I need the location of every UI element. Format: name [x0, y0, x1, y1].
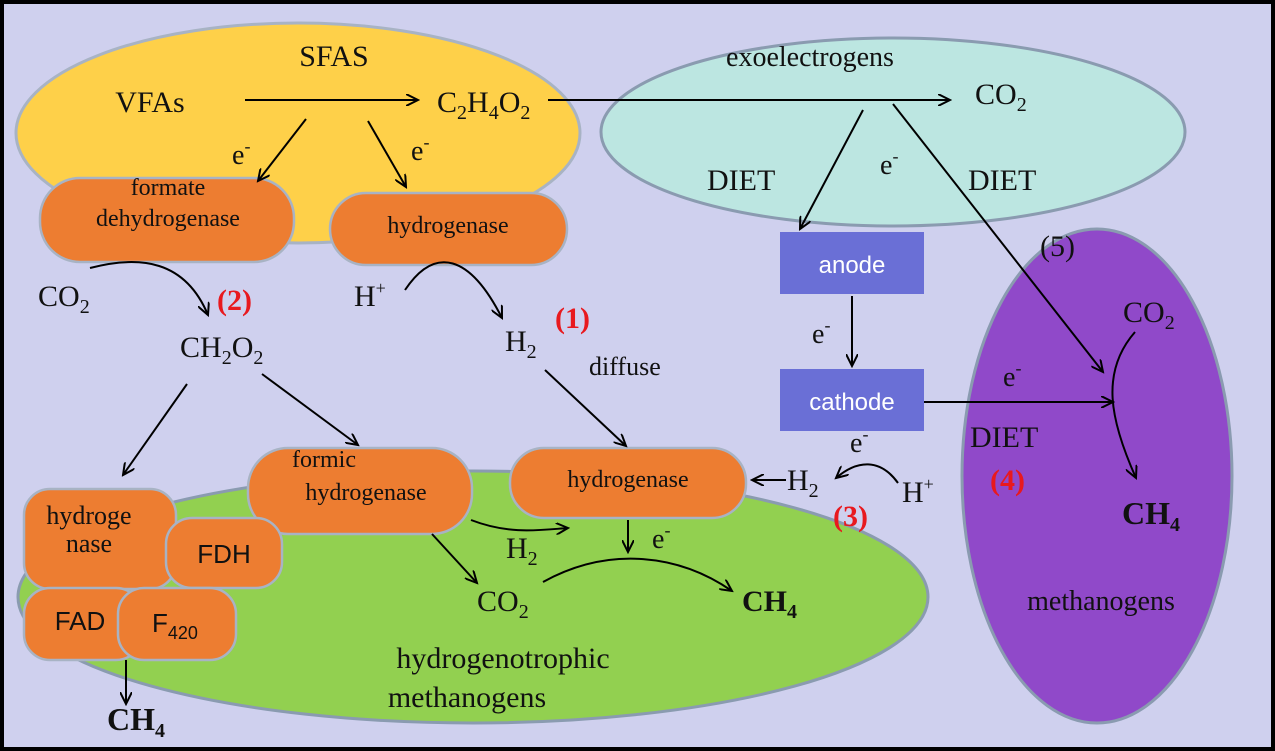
- e-minus-hydrogen: e-: [850, 424, 868, 459]
- h-plus-top: H+: [354, 278, 386, 313]
- acetate-formula: C2H4O2: [437, 86, 530, 124]
- methanogens-label: methanogens: [1027, 586, 1175, 617]
- cathode-box: [780, 369, 924, 431]
- h2-diffuse: H2: [505, 325, 537, 363]
- arrow-diet-direct: [892, 103, 1103, 372]
- hydrogenase-top-label: hydrogenase: [387, 213, 508, 239]
- route-1-label: (1): [555, 302, 590, 335]
- formic-label-1: formic: [292, 447, 356, 473]
- arrow-co2-to-ch4-right: [1111, 331, 1136, 478]
- diet-left-label: DIET: [707, 164, 775, 197]
- f420-label: F420: [152, 608, 198, 643]
- formate-label-1: formate: [131, 175, 206, 201]
- e-minus-exo: e-: [880, 146, 898, 181]
- diet-right-label: DIET: [968, 164, 1036, 197]
- hydroge-label-2: nase: [66, 529, 112, 558]
- co2-left: CO2: [38, 280, 90, 318]
- h2-lower: H2: [506, 532, 538, 570]
- arrow-hplus-to-h2-right: [836, 463, 899, 484]
- e-minus-anode: e-: [812, 315, 830, 350]
- h-plus-right: H+: [902, 474, 934, 509]
- co2-right: CO2: [1123, 296, 1175, 334]
- hydroge-label-1: hydroge: [46, 501, 131, 530]
- arrow-formic-to-h2: [470, 519, 568, 530]
- route-3-label: (3): [833, 500, 868, 533]
- route-4-label: (4): [990, 464, 1025, 497]
- route-5-label: (5): [1040, 230, 1075, 263]
- formate-dehydrogenase-pill: [38, 176, 296, 264]
- co2-top-right: CO2: [975, 78, 1027, 116]
- arrow-h2-diffuse: [544, 369, 626, 446]
- arrow-exo-to-anode: [800, 109, 864, 229]
- hydrogenase-bottom-label: hydrogenase: [567, 467, 688, 493]
- diffuse-label: diffuse: [589, 352, 661, 381]
- sfas-label: SFAS: [299, 40, 369, 73]
- co2-bottom: CO2: [477, 585, 529, 623]
- fdh-pill: [164, 516, 284, 590]
- vfas-label: VFAs: [115, 86, 184, 119]
- hydrogenotrophic-label-2: methanogens: [388, 681, 546, 714]
- e-minus-cathode: e-: [1003, 358, 1021, 393]
- ch4-center: CH4: [742, 585, 797, 623]
- anode-box: [780, 232, 924, 294]
- anode-label: anode: [819, 252, 886, 279]
- cathode-label: cathode: [809, 389, 894, 416]
- arrow-ch2o2-to-formic-hydrogenase: [261, 373, 358, 445]
- arrow-formic-to-co2: [431, 533, 477, 583]
- h2-right: H2: [787, 464, 819, 502]
- hydrogenotrophic-label-1: hydrogenotrophic: [396, 642, 609, 675]
- formic-hydrogenase-pill: [246, 446, 474, 536]
- hydrogenase-bottom-pill: [508, 446, 748, 520]
- fad-label: FAD: [55, 606, 106, 636]
- methanogens-ellipse: [960, 227, 1234, 725]
- arrows: [89, 100, 1136, 704]
- arrow-ch2o2-to-hydrogenase-nase: [123, 383, 188, 475]
- arrow-co2-to-ch4: [542, 557, 732, 591]
- arrow-to-hydrogenase-top: [367, 120, 406, 187]
- arrow-hplus-to-h2: [404, 261, 502, 318]
- formic-label-2: hydrogenase: [305, 480, 426, 506]
- e-minus-1: e-: [232, 136, 250, 171]
- arrow-co2-to-ch2o2: [89, 261, 208, 315]
- exoelectrogens-label: exoelectrogens: [726, 42, 894, 73]
- hydrogenase-top-pill: [328, 191, 569, 267]
- ch4-bottom-left: CH4: [107, 701, 165, 742]
- f420-pill: [116, 586, 238, 662]
- e-minus-2: e-: [411, 132, 429, 167]
- ch2o2-formula: CH2O2: [180, 331, 263, 369]
- fdh-label: FDH: [197, 539, 250, 569]
- formate-label-2: dehydrogenase: [96, 206, 240, 232]
- diet-lower-label: DIET: [970, 421, 1038, 454]
- route-2-label: (2): [217, 284, 252, 317]
- exoelectrogens-ellipse: [599, 36, 1187, 228]
- ch4-right: CH4: [1122, 495, 1180, 536]
- arrow-to-formate-dehydrogenase: [258, 118, 307, 181]
- e-minus-bottom: e-: [652, 520, 670, 555]
